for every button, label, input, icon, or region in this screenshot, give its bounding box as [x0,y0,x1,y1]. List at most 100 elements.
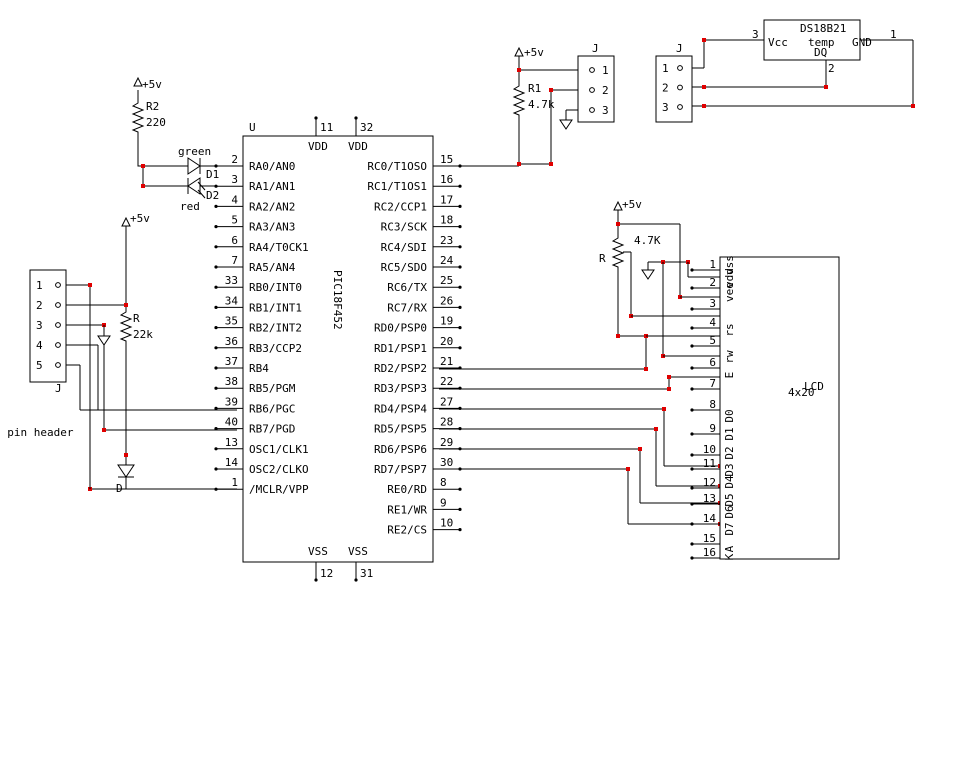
mcu-left-pin-name: RA3/AN3 [249,221,295,234]
mcu-right-pin-number: 22 [440,375,453,388]
lcd-pin-dot [690,522,694,526]
mcu-right-pin-number: 15 [440,153,453,166]
lcd-pin-dot [690,387,694,391]
lcd-pin-dot [690,366,694,370]
mcu-right-pin-number: 9 [440,496,447,509]
mcu-right-pin-number: 20 [440,335,453,348]
mclr-supply-arrow [121,216,131,227]
mcu-right-pin-dot [458,528,462,532]
header-ref: J [55,382,62,395]
lcd-pin-name: rw [723,350,736,364]
mcu-left-pin-name: RB0/INT0 [249,281,302,294]
mcu-right-pin-name: RD0/PSP0 [374,322,427,335]
lcd-pin-name: D6 [723,505,736,518]
lcd-name: 4x20 [788,386,815,399]
lcd-pin-number: 10 [703,443,716,456]
mcu-left-pin-name: RA5/AN4 [249,261,296,274]
r1-value: 4.7k [528,98,555,111]
lcd-pin-name: vdd [723,268,736,288]
mcu-left-pin-dot [214,245,218,249]
lcd-pin-number: 6 [709,356,716,369]
mcu-left-pin-dot [214,346,218,350]
lcd-pin-dot [690,326,694,330]
header-pin-number: 2 [36,299,43,312]
lcd-pin-name: D5 [723,493,736,506]
mcu-right-pin-name: RD4/PSP4 [374,402,427,415]
mcu-right-pin-number: 26 [440,294,453,307]
j-probe-pin-dot [677,65,683,71]
lcd-pin-name: E [723,372,736,379]
lcd-pin-dot [690,268,694,272]
mcu-left-pin-name: RA1/AN1 [249,180,295,193]
mcu-left-pin-number: 34 [225,294,239,307]
lcd-pin-dot [690,542,694,546]
j-probe-pin-dot [677,104,683,110]
lcd-pin-number: 4 [709,316,716,329]
mcu-left-pin-dot [214,204,218,208]
j-sensor-body [577,55,615,123]
lcd-pin-number: 14 [703,512,717,525]
mcu-left-pin-number: 4 [231,193,238,206]
lcd-pin-number: 12 [703,476,716,489]
lcd-pin-number: 15 [703,532,716,545]
mcu-right-pin-name: RD7/PSP7 [374,463,427,476]
mcu-vdd-pin-32: 32 [360,121,373,134]
mcu-right-pin-dot [458,305,462,309]
lcd-pin-dot [690,453,694,457]
mcu-right-pin-number: 24 [440,254,454,267]
mcu-left-pin-number: 14 [225,456,239,469]
mcu-right-pin-name: RC0/T1OSO [367,160,427,173]
mcu-left-pin-name: RB6/PGC [249,402,295,415]
mcu-right-pin-number: 8 [440,476,447,489]
mcu-right-pin-dot [458,184,462,188]
j-probe-pin-number: 2 [662,82,669,95]
j-probe-pin-number: 1 [662,62,669,75]
mcu-left-pin-dot [214,447,218,451]
mcu-right-pin-name: RC4/SDI [381,241,427,254]
mcu-left-pin-name: RA0/AN0 [249,160,295,173]
mcu-right-pin-name: RE2/CS [387,524,427,537]
mcu-right-pin-number: 16 [440,173,453,186]
mcu-left-pin-name: RA2/AN2 [249,200,295,213]
mcu-right-pin-name: RD1/PSP1 [374,342,427,355]
ds18b21-part: DS18B21 [800,22,846,35]
lcd-pin-number: 5 [709,334,716,347]
lcd-pin-dot [690,408,694,412]
lcd-pin-name: D7 [723,522,736,535]
mcu-right-pin-name: RE0/RD [387,483,427,496]
mcu-right-pin-number: 30 [440,456,453,469]
mcu-left-pin-number: 35 [225,315,238,328]
mcu-left-pin-name: OSC1/CLK1 [249,443,309,456]
header-pin-number: 4 [36,339,43,352]
r-mclr-ref: R [133,312,140,325]
led-red-label: red [180,200,200,213]
mcu-right-pins: 15RC0/T1OSO16RC1/T1OS117RC2/CCP118RC3/SC… [367,153,462,537]
j-sensor-pin-number: 2 [602,84,609,97]
mcu-right-pin-name: RC5/SDO [381,261,427,274]
lcd-pin-name: rs [723,323,736,336]
lcd-overlay-label: LCD [804,380,824,393]
mcu-right-pin-name: RD5/PSP5 [374,423,427,436]
mcu-vss-pin-31: 31 [360,567,373,580]
mcu-right-pin-dot [458,326,462,330]
lcd-pin-name: A [723,545,736,552]
mcu-right-pin-name: RC2/CCP1 [374,200,427,213]
mcu-right-pin-name: RD2/PSP2 [374,362,427,375]
header-pin-number: 1 [36,279,43,292]
ds18b21-pin-3: 3 [752,28,759,41]
lcd-pin-name: D1 [723,427,736,440]
mcu-left-pin-number: 13 [225,436,238,449]
lcd-pin-number: 13 [703,492,716,505]
led-green-symbol [187,157,201,175]
mcu-left-pin-number: 1 [231,476,238,489]
mcu-right-pin-dot [458,487,462,491]
mcu-right-pin-number: 10 [440,517,453,530]
mcu-left-pin-dot [214,467,218,471]
ds18b21-gnd: GND [852,36,872,49]
mcu-right-pin-name: RC6/TX [387,281,427,294]
mcu-left-pin-name: RA4/T0CK1 [249,241,309,254]
header-pin-dot [55,342,61,348]
lcd-pin-number: 2 [709,276,716,289]
lcd-pin-number: 9 [709,422,716,435]
mcu-left-pin-number: 40 [225,416,238,429]
